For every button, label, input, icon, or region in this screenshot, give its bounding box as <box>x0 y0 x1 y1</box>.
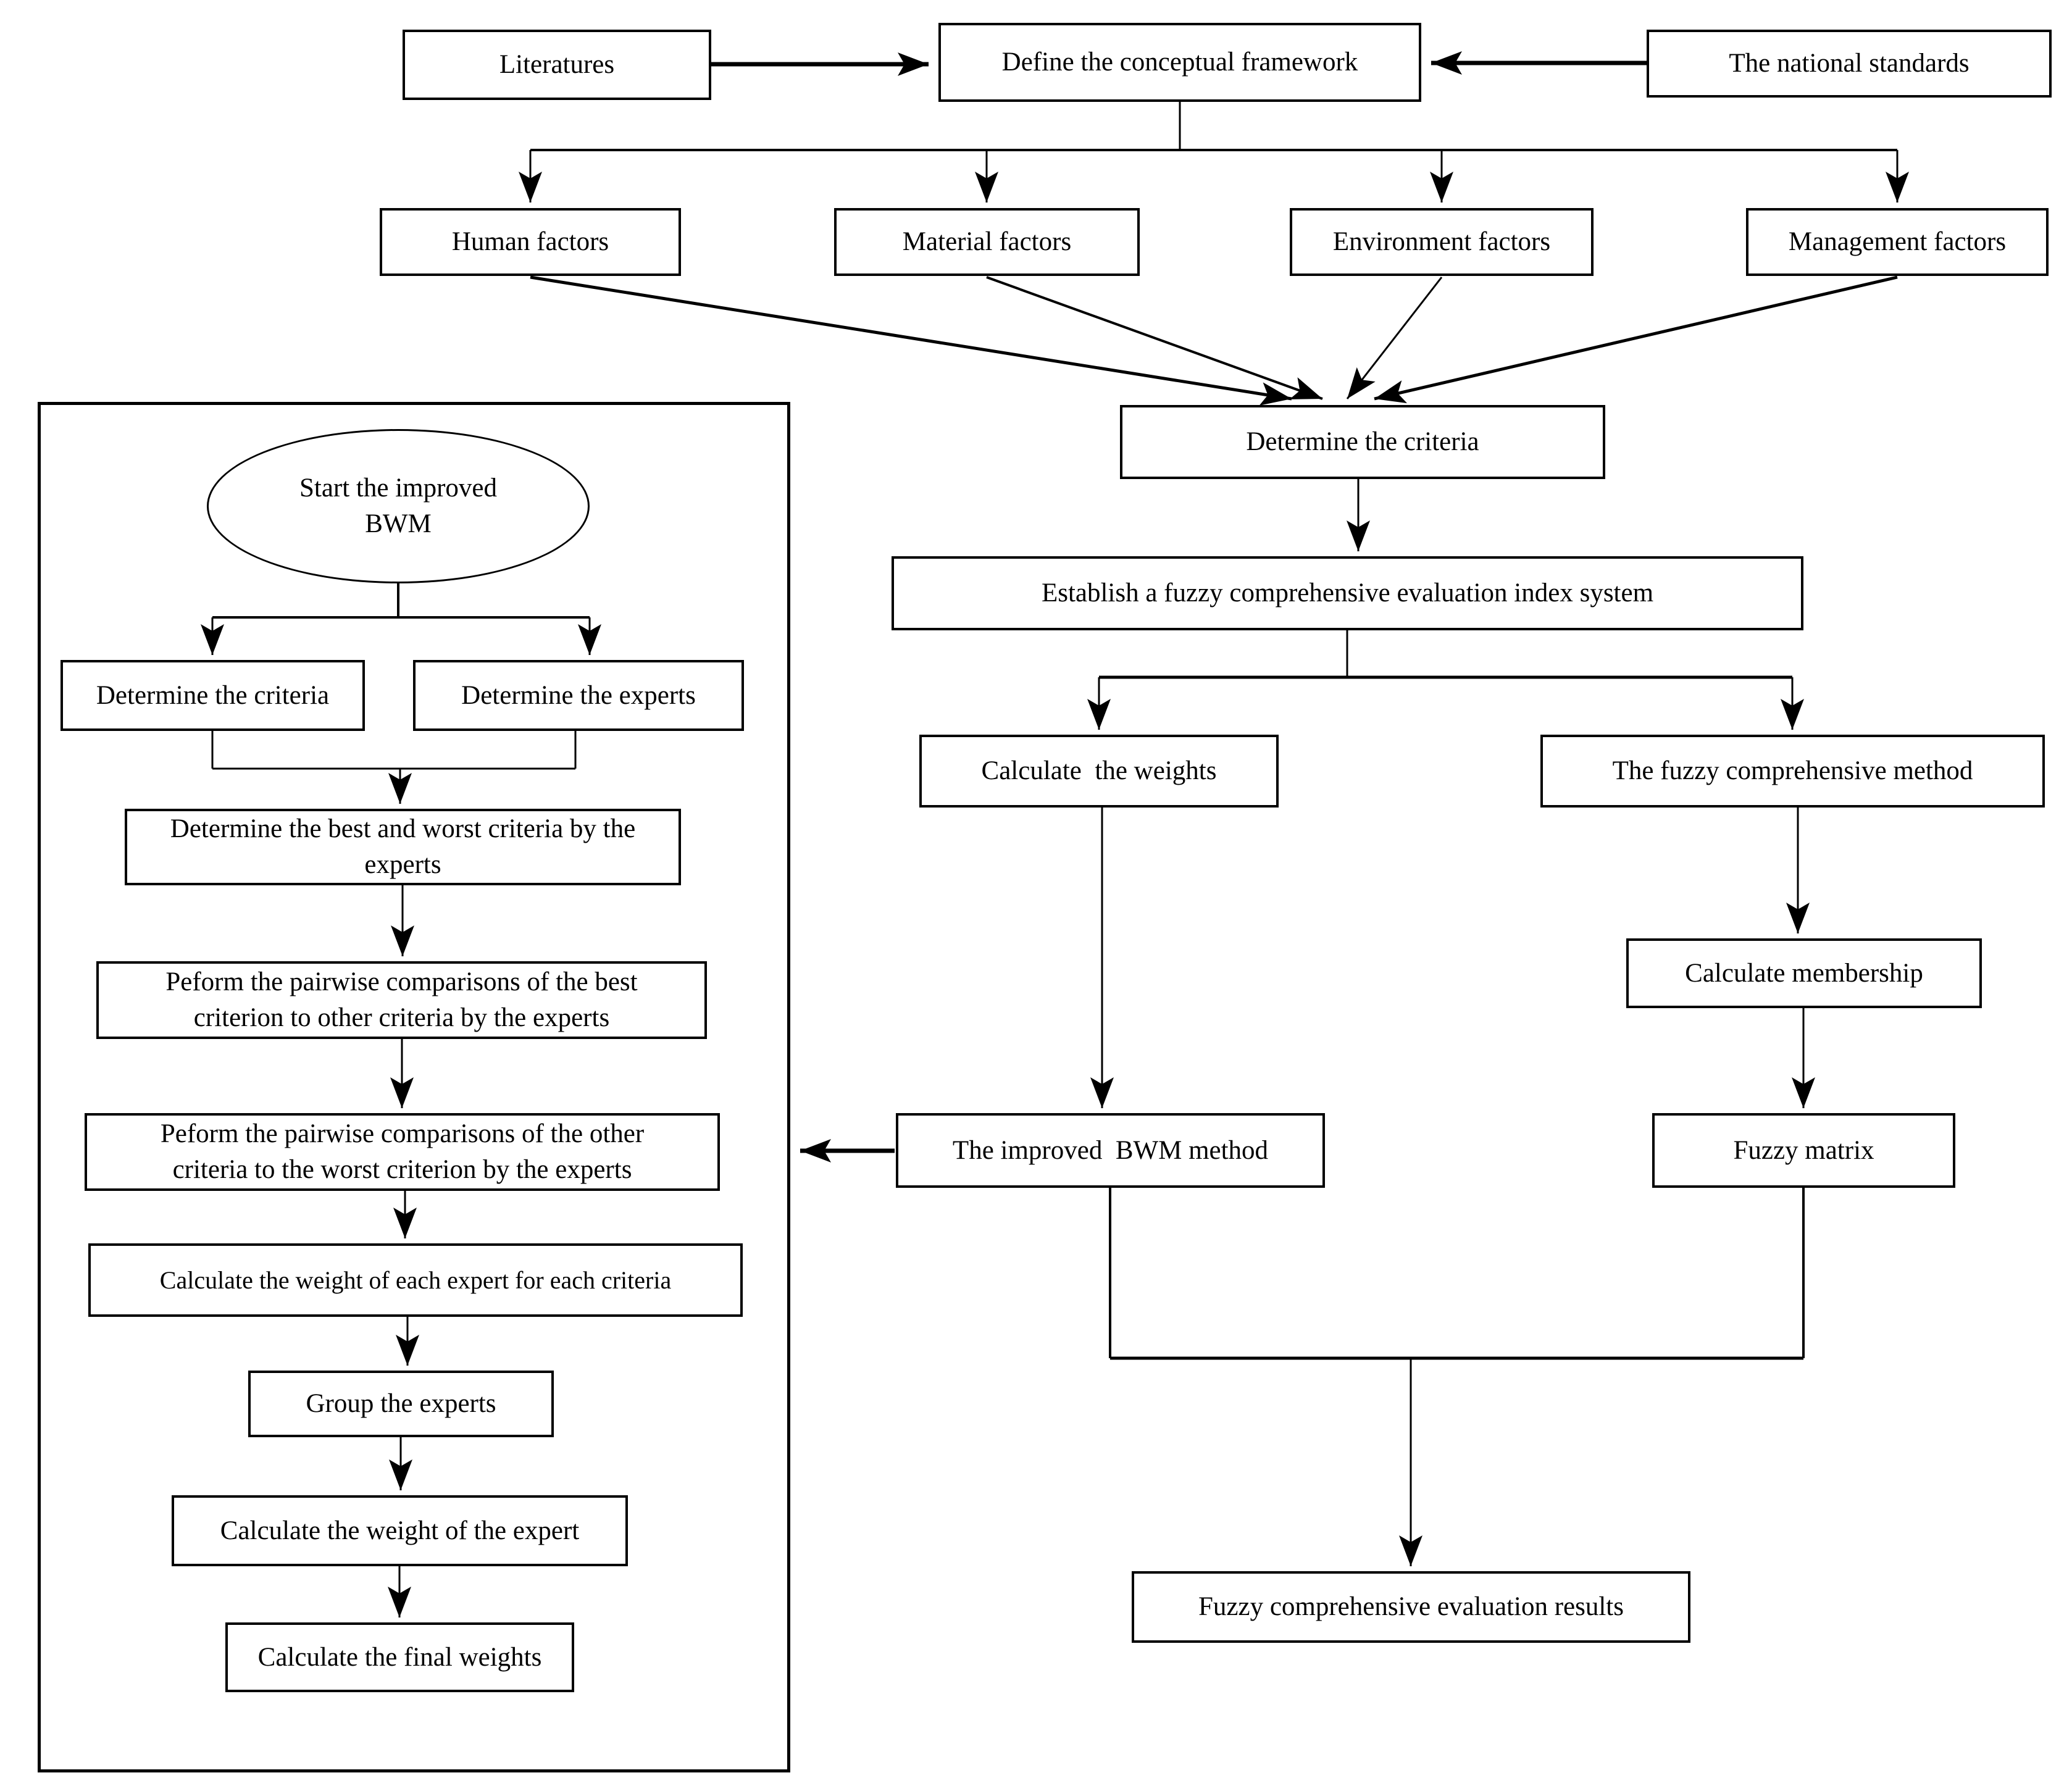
node-management-factors: Management factors <box>1746 208 2049 276</box>
node-label: Human factors <box>451 227 609 257</box>
node-bwm-determine-criteria: Determine the criteria <box>61 660 365 731</box>
node-fuzzy-matrix: Fuzzy matrix <box>1652 1113 1955 1188</box>
node-label: Fuzzy matrix <box>1733 1135 1874 1165</box>
node-establish-index-system: Establish a fuzzy comprehensive evaluati… <box>892 556 1803 630</box>
node-label: The improved BWM method <box>952 1135 1269 1165</box>
node-define-framework: Define the conceptual framework <box>938 23 1421 102</box>
node-calculate-membership: Calculate membership <box>1626 938 1982 1008</box>
node-label: Calculate membership <box>1685 958 1923 988</box>
node-best-worst-criteria: Determine the best and worst criteria by… <box>125 809 681 885</box>
node-label: Peform the pairwise comparisons of the b… <box>165 967 638 1032</box>
node-national-standards: The national standards <box>1647 30 2052 98</box>
node-environment-factors: Environment factors <box>1290 208 1594 276</box>
node-label: Peform the pairwise comparisons of the o… <box>160 1119 645 1184</box>
node-label: Calculate the weights <box>981 756 1217 786</box>
node-pairwise-best: Peform the pairwise comparisons of the b… <box>96 961 707 1039</box>
node-evaluation-results: Fuzzy comprehensive evaluation results <box>1132 1571 1690 1643</box>
node-label: The national standards <box>1729 49 1970 78</box>
node-label: Management factors <box>1788 227 2007 257</box>
node-human-factors: Human factors <box>380 208 681 276</box>
node-pairwise-worst: Peform the pairwise comparisons of the o… <box>85 1113 720 1191</box>
node-label: Determine the experts <box>461 680 696 710</box>
node-determine-criteria: Determine the criteria <box>1120 405 1605 479</box>
node-label: Determine the criteria <box>1246 427 1479 457</box>
node-weight-expert: Calculate the weight of the expert <box>172 1495 628 1566</box>
node-label: Establish a fuzzy comprehensive evaluati… <box>1041 578 1654 608</box>
node-final-weights: Calculate the final weights <box>225 1622 574 1692</box>
node-label: The fuzzy comprehensive method <box>1612 756 1973 786</box>
node-label: Environment factors <box>1332 227 1551 257</box>
arrow-environment-to-criteria <box>1346 277 1443 399</box>
arrow-material-to-criteria <box>986 276 1323 400</box>
node-label: Fuzzy comprehensive evaluation results <box>1198 1592 1624 1622</box>
node-label: Group the experts <box>306 1389 496 1419</box>
node-literatures: Literatures <box>403 30 711 100</box>
node-fuzzy-comprehensive-method: The fuzzy comprehensive method <box>1540 735 2045 808</box>
arrow-management-to-criteria <box>1374 275 1898 404</box>
node-label: Define the conceptual framework <box>1001 48 1358 77</box>
node-label: Material factors <box>902 227 1072 257</box>
node-label: Determine the criteria <box>96 680 330 710</box>
node-label: Calculate the final weights <box>257 1642 542 1672</box>
node-label: Literatures <box>499 50 615 80</box>
node-group-experts: Group the experts <box>248 1371 554 1437</box>
node-calculate-weights: Calculate the weights <box>919 735 1279 808</box>
node-label: Determine the best and worst criteria by… <box>170 814 636 879</box>
node-label: Calculate the weight of each expert for … <box>159 1266 672 1294</box>
node-bwm-determine-experts: Determine the experts <box>413 660 744 731</box>
arrow-human-to-criteria <box>530 275 1292 406</box>
bwm-panel <box>38 402 790 1772</box>
node-label: Start the improved BWM <box>299 474 498 538</box>
node-improved-bwm-method: The improved BWM method <box>896 1113 1325 1188</box>
node-start-improved-bwm: Start the improved BWM <box>207 429 590 583</box>
node-label: Calculate the weight of the expert <box>220 1516 580 1545</box>
node-material-factors: Material factors <box>834 208 1140 276</box>
node-weight-each-expert: Calculate the weight of each expert for … <box>88 1243 743 1317</box>
